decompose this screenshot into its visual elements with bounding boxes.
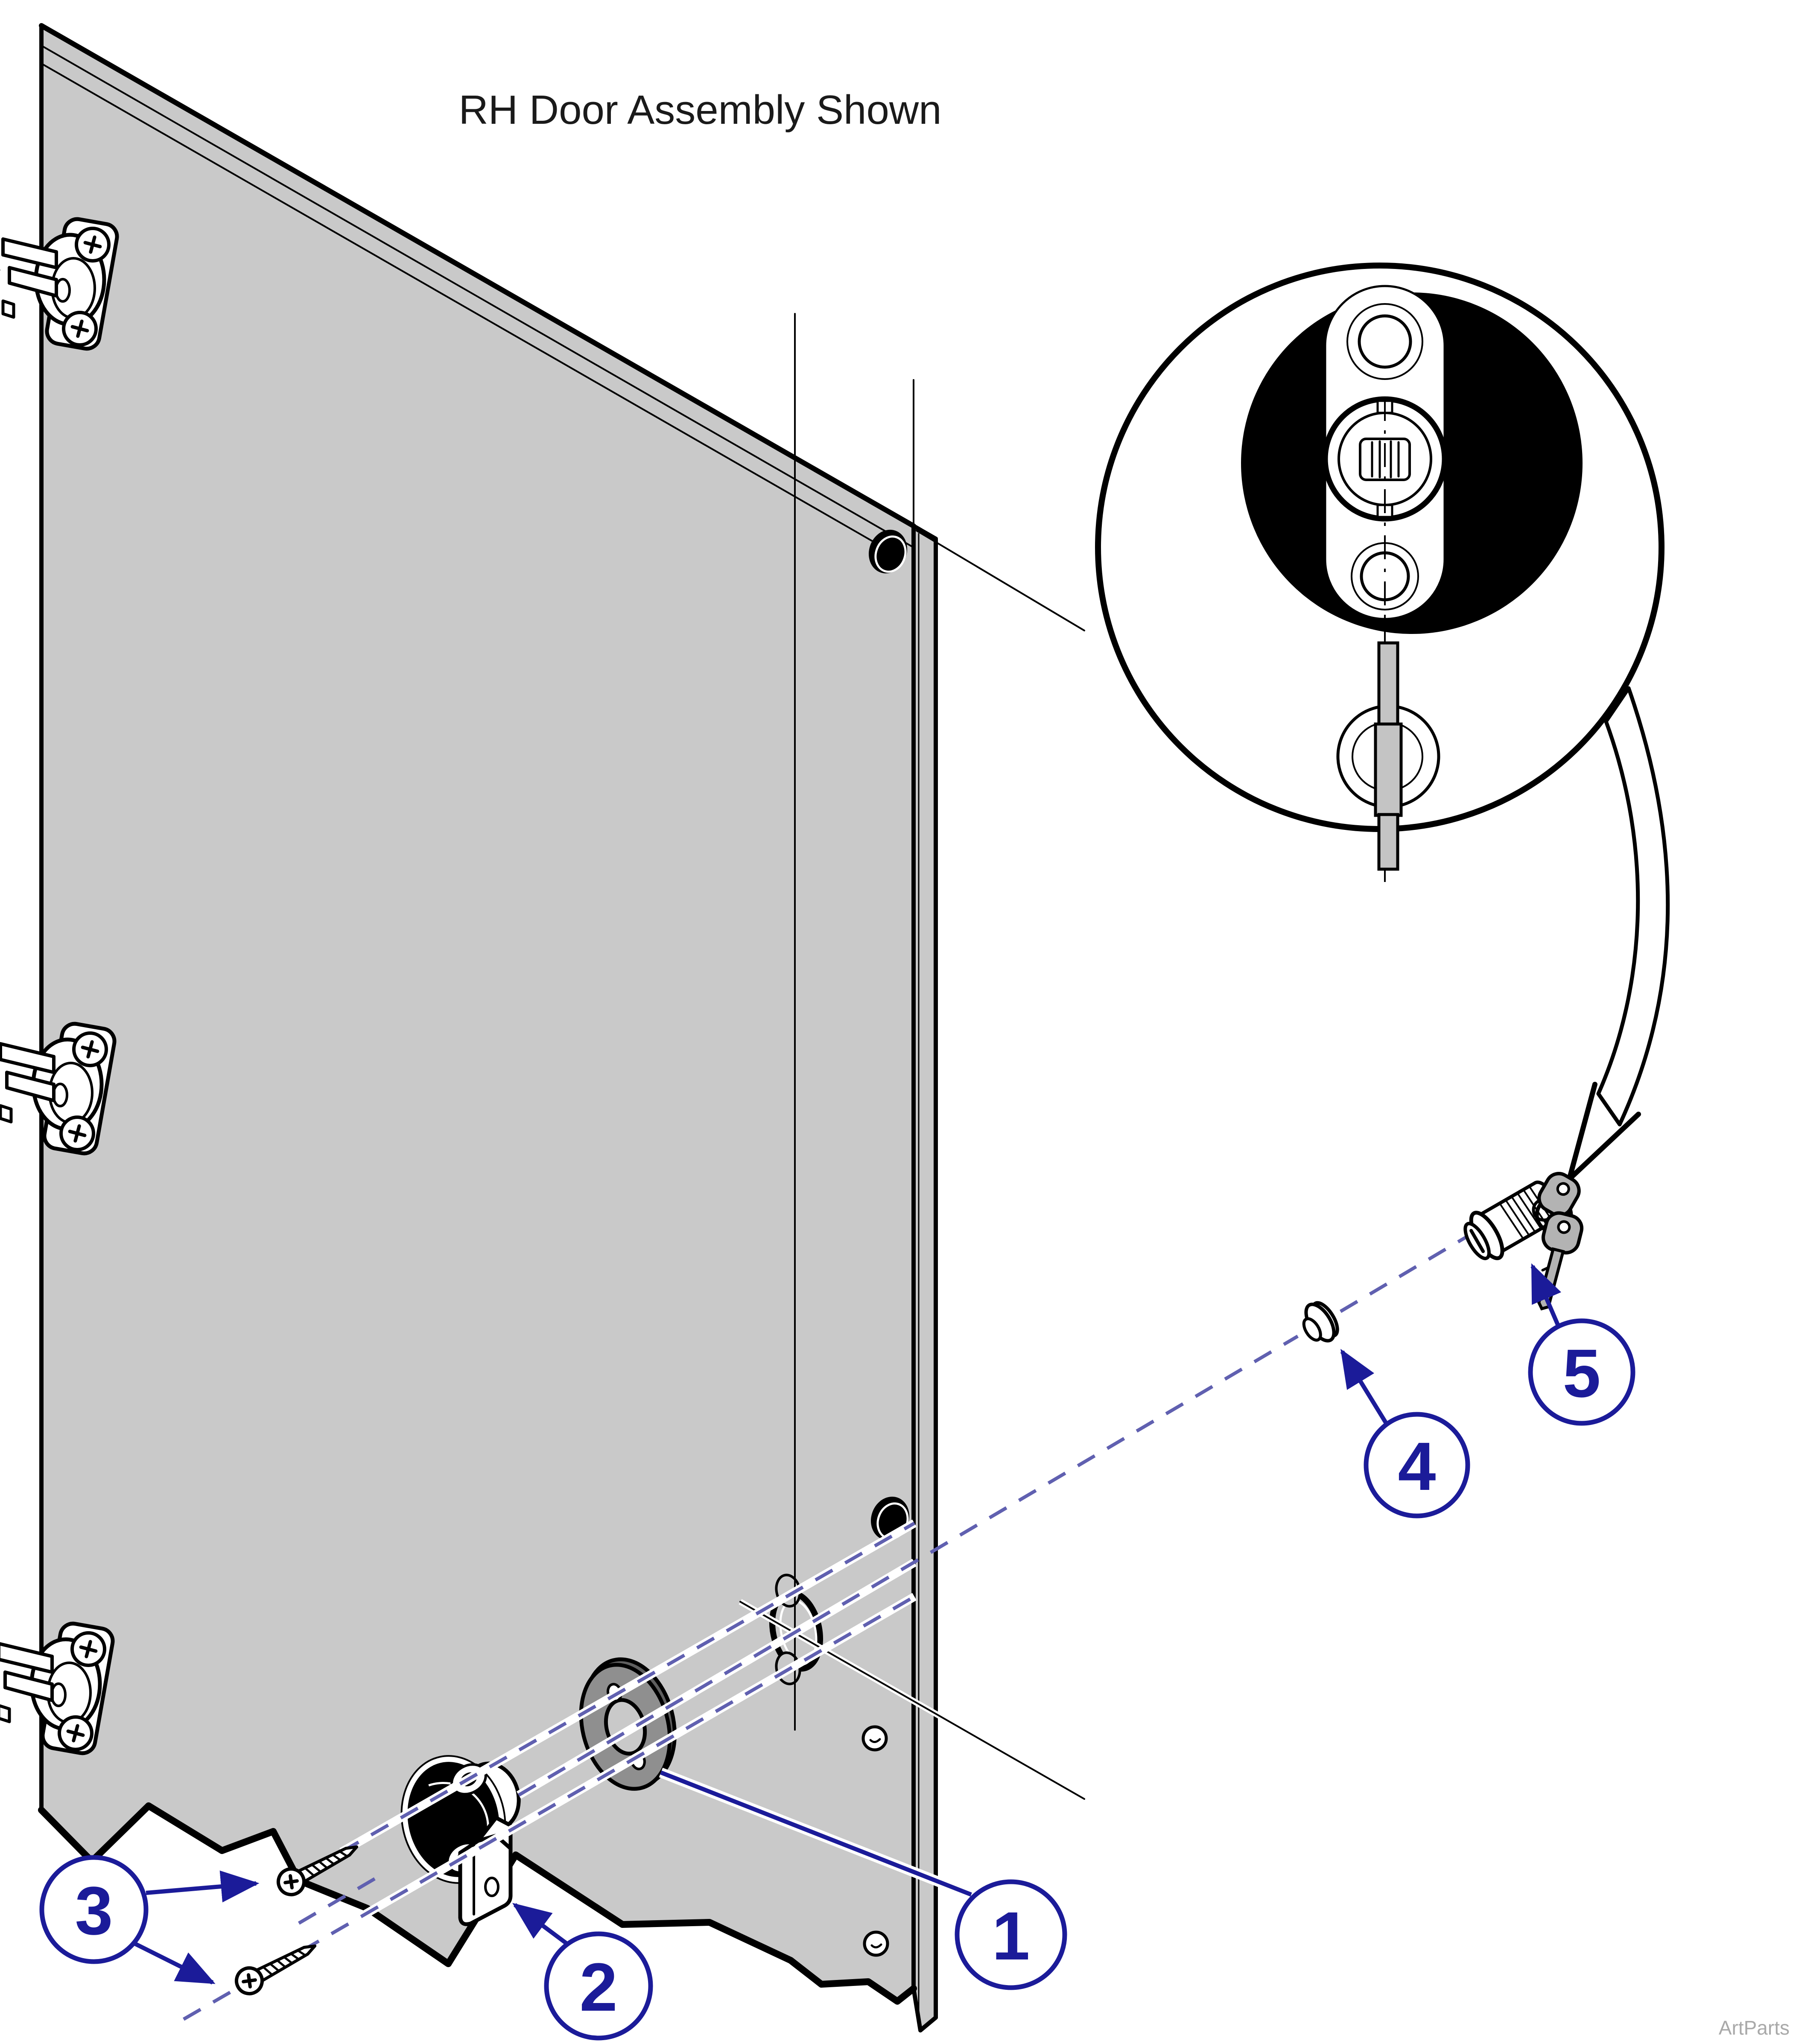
callout-3-number: 3 xyxy=(75,1872,113,1949)
callout-5-circle xyxy=(1528,1318,1635,1426)
hinge-top xyxy=(0,217,119,350)
callout-5-number: 5 xyxy=(1563,1335,1601,1411)
callout-4-number: 4 xyxy=(1398,1428,1436,1504)
projection-line-top xyxy=(916,530,1085,631)
callout-3-arrow-2 xyxy=(133,1941,216,1985)
callout-3: 3 xyxy=(39,1855,260,1985)
detail-arrow xyxy=(1567,686,1670,1182)
detail-bubble xyxy=(1095,263,1665,891)
lock-axis-main xyxy=(517,1334,1299,1797)
callout-4-circle xyxy=(1364,1412,1470,1518)
faceplate-hole-top xyxy=(1358,314,1412,369)
door-top-chamfer-1 xyxy=(41,45,913,547)
lock-axis-tail xyxy=(298,1870,388,1925)
face-screw-upper xyxy=(861,1725,888,1752)
callout-5-arrow xyxy=(1530,1263,1562,1329)
callout-1-circle xyxy=(955,1879,1067,1990)
callout-3-arrow-1 xyxy=(146,1870,260,1903)
hinge-middle xyxy=(0,1022,117,1155)
lock-axis-end xyxy=(1339,1224,1486,1313)
callout-4-arrow xyxy=(1340,1349,1390,1428)
callout-1-leader xyxy=(660,1770,972,1897)
push-plug xyxy=(1302,1301,1339,1343)
callout-2-arrow xyxy=(512,1903,570,1947)
hinge-bottom xyxy=(0,1621,115,1755)
door-face xyxy=(41,26,914,2001)
callout-2-number: 2 xyxy=(580,1949,618,2025)
callout-1-number: 1 xyxy=(992,1898,1030,1974)
face-screw-lower xyxy=(863,1930,889,1957)
keyway-slot xyxy=(1469,1229,1485,1253)
figure-title: RH Door Assembly Shown xyxy=(458,87,941,133)
latch-bracket xyxy=(458,1816,513,1926)
watermark: ArtParts xyxy=(1719,2017,1790,2039)
key-1 xyxy=(1537,1172,1581,1217)
door-top-edge xyxy=(39,23,916,529)
washer xyxy=(579,1657,677,1791)
callout-2-circle xyxy=(544,1931,653,2041)
callout-1: 1 xyxy=(659,1767,1067,1990)
door-top-chamfer-2 xyxy=(41,63,897,556)
door-right-edge xyxy=(911,524,938,2032)
callout-5: 5 xyxy=(1528,1263,1635,1426)
callout-2: 2 xyxy=(512,1903,653,2041)
screw-axis-upper xyxy=(341,1521,915,1854)
door-hole-upper xyxy=(868,529,908,574)
callout-3-circle xyxy=(39,1855,149,1964)
latch-bar-detail xyxy=(1336,641,1440,871)
callout-4: 4 xyxy=(1340,1349,1470,1518)
